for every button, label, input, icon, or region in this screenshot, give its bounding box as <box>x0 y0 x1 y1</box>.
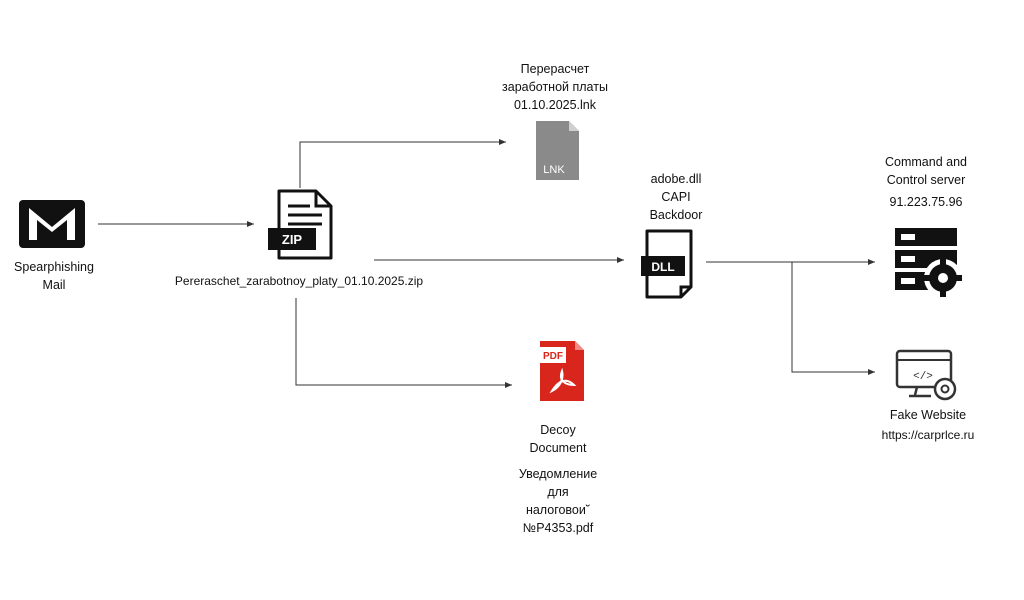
mail-label: Spearphishing Mail <box>14 260 94 292</box>
arrow-zip-to-lnk <box>299 139 506 188</box>
zip-filename: Pereraschet_zarabotnoy_platy_01.10.2025.… <box>174 274 424 288</box>
pdf-file-icon: PDF <box>540 341 584 401</box>
web-url: https://carprlce.ru <box>881 428 975 442</box>
c2-label: Command and Control server <box>885 155 967 187</box>
zip-badge: ZIP <box>282 232 303 247</box>
zip-file-icon: ZIP <box>268 189 333 260</box>
dll-label: adobe.dll CAPI Backdoor <box>649 172 703 222</box>
dll-file-icon: DLL <box>641 229 693 299</box>
pdf-label: Decoy Document <box>529 423 587 455</box>
lnk-label: Перерасчет заработной платы 01.10.2025.l… <box>502 62 608 112</box>
pdf-filename: Уведомление для налоговои˘ №P4353.pdf <box>518 467 598 535</box>
arrow-zip-to-pdf <box>295 298 512 388</box>
lnk-file-icon: LNK <box>536 121 579 180</box>
dll-badge: DLL <box>651 260 674 274</box>
web-label: Fake Website <box>889 408 967 422</box>
svg-text:</>: </> <box>913 371 933 383</box>
arrow-dll-to-web <box>791 262 875 375</box>
c2-ip: 91.223.75.96 <box>889 195 963 209</box>
monitor-code-gear-icon: </> <box>895 349 957 401</box>
lnk-badge: LNK <box>543 164 565 176</box>
gmail-envelope-icon <box>19 200 85 248</box>
server-gear-icon <box>895 228 962 297</box>
pdf-badge: PDF <box>543 351 563 362</box>
